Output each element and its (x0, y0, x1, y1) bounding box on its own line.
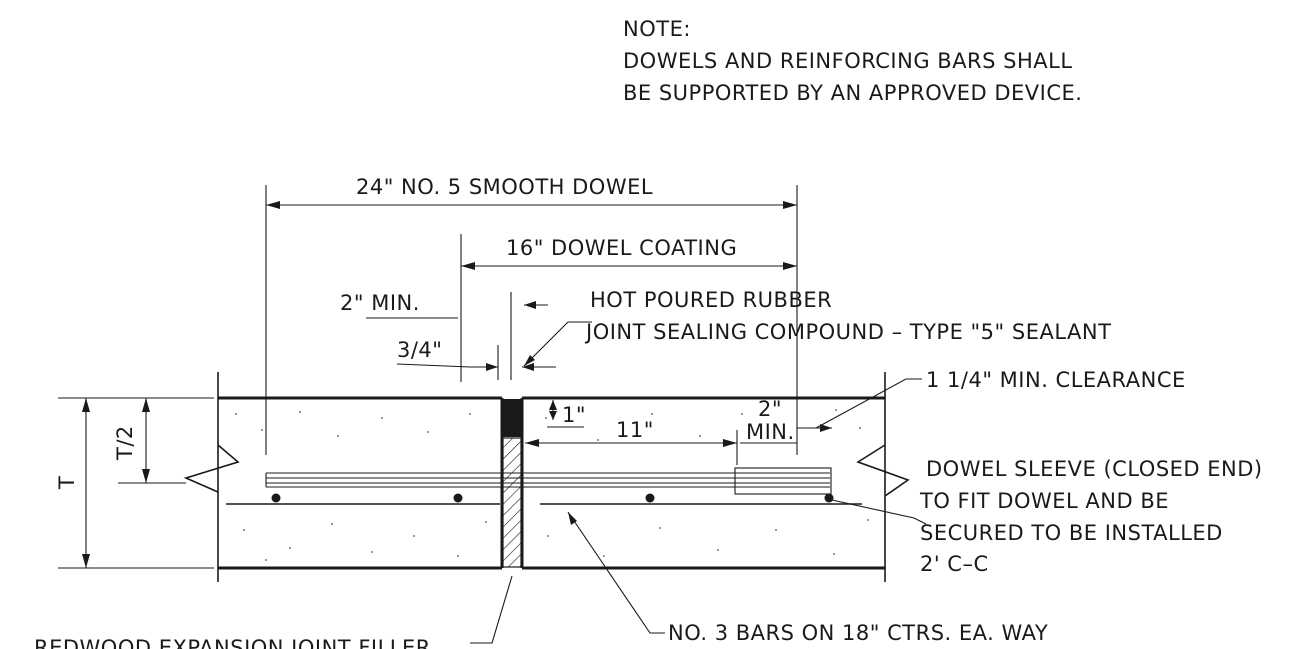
dowel-length-label: 24" NO. 5 SMOOTH DOWEL (356, 175, 653, 199)
joint-sealant (503, 399, 521, 437)
dimension-dowel-coating (460, 234, 797, 382)
concrete-stipple (235, 409, 869, 561)
filler-leader (470, 575, 513, 644)
reinforcing-bars (226, 493, 862, 505)
dowel-bar (265, 472, 830, 488)
bars-leader (567, 511, 665, 634)
sleeve-callout-1: DOWEL SLEEVE (CLOSED END) (926, 457, 1263, 481)
min-right-label: MIN. (746, 420, 795, 444)
two-min-label: 2" MIN. (340, 291, 420, 315)
dimension-joint-width (470, 292, 556, 380)
three-quarter-label: 3/4" (397, 338, 442, 362)
left-slab (183, 372, 504, 582)
thickness-label: T (55, 476, 79, 490)
sleeve-callout-3: SECURED TO BE INSTALLED (920, 521, 1223, 545)
dimension-dowel-length (265, 185, 798, 455)
sleeve-leader (831, 499, 927, 525)
sleeve-callout-4: 2' C–C (920, 552, 989, 576)
dowel-coating-label: 16" DOWEL COATING (506, 236, 737, 260)
filler-callout: REDWOOD EXPANSION JOINT FILLER (34, 636, 431, 649)
sealant-callout-1: HOT POURED RUBBER (590, 288, 832, 312)
note-line-1: DOWELS AND REINFORCING BARS SHALL (623, 49, 1073, 73)
clearance-leader (815, 378, 922, 429)
half-thickness-label: T/2 (113, 425, 137, 461)
dimension-thickness (58, 397, 214, 569)
clearance-callout: 1 1/4" MIN. CLEARANCE (926, 368, 1186, 392)
bars-callout: NO. 3 BARS ON 18" CTRS. EA. WAY (668, 621, 1048, 645)
note-line-2: BE SUPPORTED BY AN APPROVED DEVICE. (623, 81, 1082, 105)
sealant-leader (523, 321, 592, 367)
redwood-filler (502, 437, 522, 568)
one-inch-label: 1" (562, 403, 586, 427)
eleven-label: 11" (616, 418, 654, 442)
three-quarter-leader (396, 363, 471, 368)
dowel-sleeve (734, 467, 832, 495)
note-heading: NOTE: (623, 17, 691, 41)
sleeve-callout-2: TO FIT DOWEL AND BE (919, 489, 1169, 513)
two-right-label: 2" (758, 397, 782, 421)
sealant-callout-2: JOINT SEALING COMPOUND – TYPE "5" SEALAN… (584, 320, 1111, 344)
